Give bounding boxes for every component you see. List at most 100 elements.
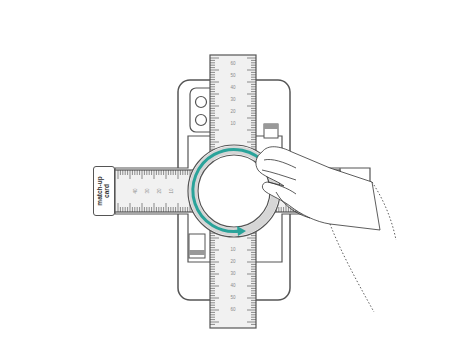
camera-lens bbox=[196, 115, 207, 126]
ruler-tick bbox=[158, 207, 159, 212]
ruler-tick bbox=[210, 65, 215, 66]
ruler-tick bbox=[210, 269, 215, 270]
ruler-tick bbox=[210, 293, 215, 294]
ruler-tick bbox=[185, 170, 186, 175]
ruler-tick bbox=[139, 170, 140, 175]
ruler-tick bbox=[125, 207, 126, 212]
ruler-tick bbox=[210, 91, 215, 92]
ruler-tick bbox=[210, 252, 215, 253]
ruler-tick bbox=[251, 314, 256, 315]
ruler-tick bbox=[251, 257, 256, 258]
ruler-tick bbox=[158, 170, 159, 175]
ruler-tick bbox=[210, 113, 215, 114]
ruler-tick bbox=[210, 139, 215, 140]
ruler-tick bbox=[251, 74, 256, 75]
ruler-tick bbox=[251, 101, 256, 102]
ruler-tick bbox=[210, 127, 215, 128]
ruler-tick bbox=[170, 207, 171, 212]
hand bbox=[256, 147, 380, 230]
ruler-tick bbox=[251, 122, 256, 123]
ruler-number: 40 bbox=[134, 188, 139, 193]
ruler-number: 60 bbox=[230, 62, 235, 67]
ruler-tick bbox=[247, 274, 256, 275]
ruler-tick bbox=[210, 137, 215, 138]
ruler-tick bbox=[210, 101, 215, 102]
ruler-tick bbox=[122, 207, 123, 212]
ruler-tick bbox=[247, 70, 256, 71]
ruler-tick bbox=[120, 207, 121, 212]
ruler-tick bbox=[210, 72, 215, 73]
wrist bbox=[330, 224, 374, 312]
ruler-tick bbox=[278, 207, 279, 212]
ruler-tick bbox=[251, 247, 256, 248]
ruler-tick bbox=[251, 65, 256, 66]
wipe-arrow bbox=[193, 149, 266, 231]
ruler-tick bbox=[251, 283, 256, 284]
ruler-tick bbox=[173, 170, 174, 175]
ruler-tick bbox=[210, 245, 215, 246]
clip-band bbox=[189, 250, 205, 255]
ruler-tick bbox=[185, 207, 186, 212]
ruler-tick bbox=[182, 170, 183, 175]
ruler-tick bbox=[251, 276, 256, 277]
ruler-tick bbox=[247, 58, 256, 59]
ruler-tick bbox=[170, 170, 171, 175]
ruler-tick bbox=[251, 288, 256, 289]
ruler-tick bbox=[210, 77, 215, 78]
ruler-tick bbox=[130, 170, 131, 179]
ruler-tick bbox=[180, 170, 181, 175]
ruler-tick bbox=[247, 262, 256, 263]
ruler-tick bbox=[251, 290, 256, 291]
ruler-tick bbox=[134, 207, 135, 212]
ruler-tick bbox=[210, 122, 215, 123]
ruler-tick bbox=[210, 310, 219, 311]
ruler-tick bbox=[210, 62, 215, 63]
ruler-number: 30 bbox=[146, 188, 151, 193]
ruler-number: 20 bbox=[230, 110, 235, 115]
ruler-tick bbox=[251, 235, 256, 236]
clip bbox=[189, 234, 205, 258]
ruler-number: 30 bbox=[230, 98, 235, 103]
ruler-tick bbox=[149, 170, 150, 175]
ruler-tick bbox=[142, 170, 143, 179]
ruler-tick bbox=[210, 82, 219, 83]
ruler-tick bbox=[251, 72, 256, 73]
card-label: match-up card bbox=[97, 176, 111, 206]
ruler-tick bbox=[120, 170, 121, 175]
ruler-tick bbox=[210, 300, 215, 301]
ruler-tick bbox=[283, 207, 284, 212]
ruler-tick bbox=[210, 120, 215, 121]
ruler-tick bbox=[288, 207, 289, 212]
ruler-tick bbox=[247, 286, 256, 287]
ruler-tick bbox=[247, 322, 256, 323]
ruler-tick bbox=[251, 293, 256, 294]
ruler-tick bbox=[210, 70, 219, 71]
ruler-tick bbox=[247, 82, 256, 83]
ruler-tick bbox=[247, 142, 256, 143]
ruler-tick bbox=[210, 58, 219, 59]
ruler-tick bbox=[251, 137, 256, 138]
ruler-number: 50 bbox=[230, 74, 235, 79]
ruler-tick bbox=[210, 98, 215, 99]
ruler-tick bbox=[210, 259, 215, 260]
ruler-tick bbox=[210, 264, 215, 265]
ruler-tick bbox=[251, 113, 256, 114]
ruler-tick bbox=[210, 247, 215, 248]
ruler-tick bbox=[210, 312, 215, 313]
ruler-tick bbox=[251, 146, 256, 147]
ruler-tick bbox=[251, 91, 256, 92]
ruler-tick bbox=[210, 106, 219, 107]
ruler-tick bbox=[210, 278, 215, 279]
ruler-number: 40 bbox=[230, 86, 235, 91]
ruler-tick bbox=[163, 170, 164, 175]
ruler-tick bbox=[210, 235, 215, 236]
ruler-tick bbox=[251, 60, 256, 61]
ruler-tick bbox=[251, 77, 256, 78]
ruler-tick bbox=[251, 96, 256, 97]
ruler-tick bbox=[251, 300, 256, 301]
ruler-tick bbox=[161, 170, 162, 175]
ruler-number: 10 bbox=[230, 122, 235, 127]
ruler-tick bbox=[210, 250, 219, 251]
ruler-tick bbox=[251, 271, 256, 272]
